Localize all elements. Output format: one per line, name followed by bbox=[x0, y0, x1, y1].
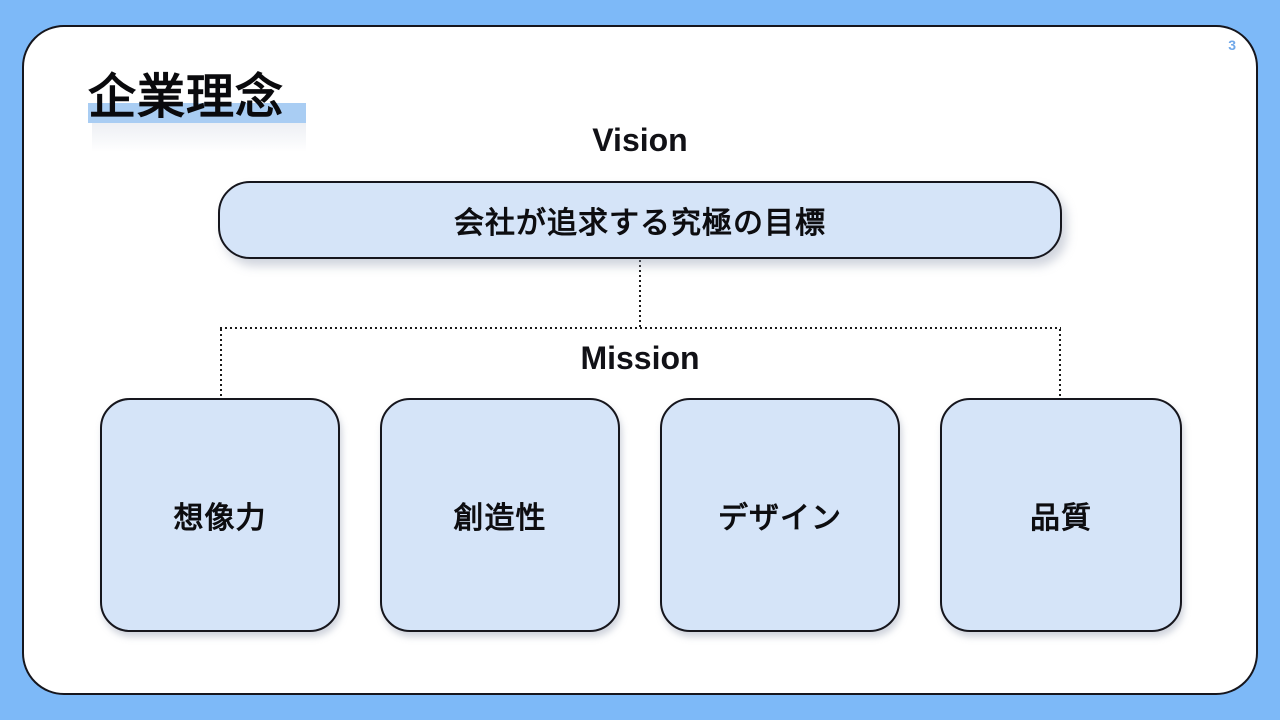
title-highlight-shadow bbox=[92, 122, 306, 152]
mission-box-imagination: 想像力 bbox=[100, 398, 340, 632]
connector-right-branch bbox=[1059, 329, 1061, 398]
connector-left-branch bbox=[220, 329, 222, 398]
mission-box-label: 創造性 bbox=[453, 502, 547, 535]
page-number: 3 bbox=[1228, 37, 1236, 53]
vision-box: 会社が追求する究極の目標 bbox=[218, 181, 1062, 259]
connector-horizontal bbox=[220, 327, 1061, 329]
mission-box-design: デザイン bbox=[660, 398, 900, 632]
mission-box-label: デザイン bbox=[718, 502, 842, 535]
title-highlight bbox=[88, 103, 306, 123]
slide-title: 企業理念 bbox=[88, 71, 285, 124]
connector-vision-to-mission bbox=[639, 260, 641, 328]
mission-label: Mission bbox=[580, 340, 700, 376]
mission-box-quality: 品質 bbox=[940, 398, 1182, 632]
vision-label: Vision bbox=[592, 122, 688, 158]
mission-box-label: 想像力 bbox=[173, 502, 267, 535]
mission-box-creativity: 創造性 bbox=[380, 398, 620, 632]
vision-box-text: 会社が追求する究極の目標 bbox=[454, 207, 826, 240]
mission-box-label: 品質 bbox=[1030, 502, 1092, 535]
